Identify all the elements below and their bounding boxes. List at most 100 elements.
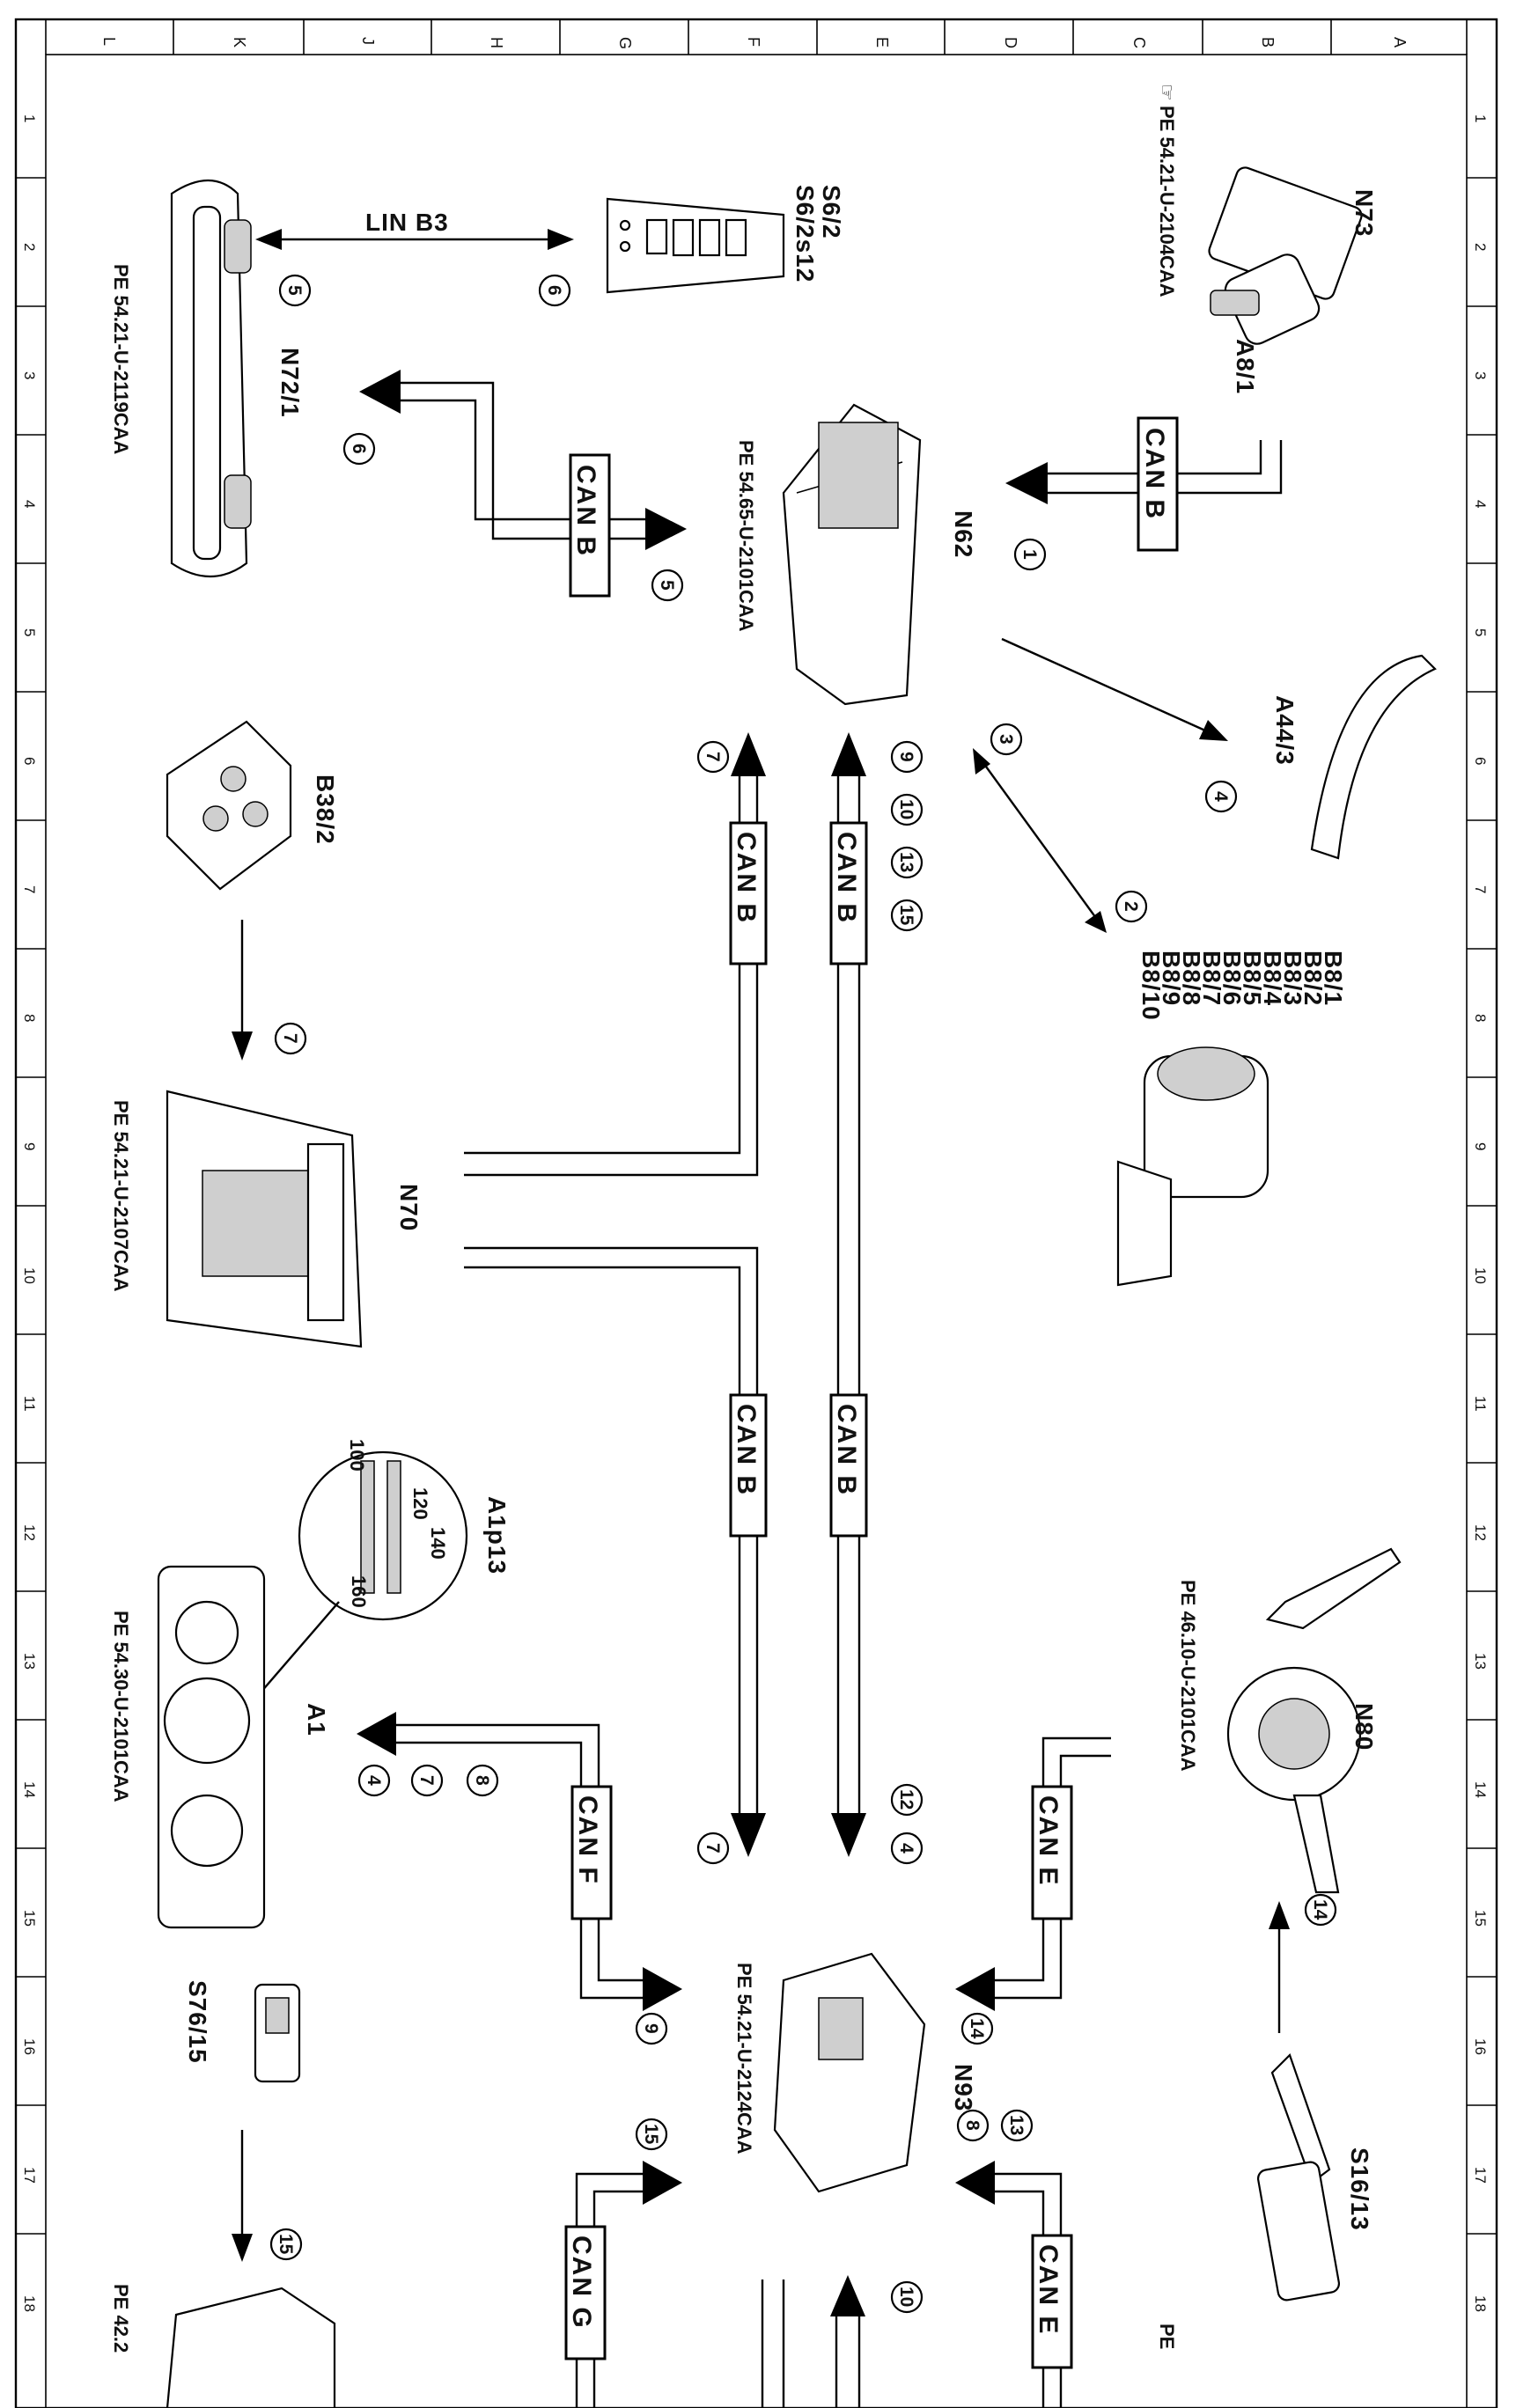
- label-b8-1: B8/1: [1320, 951, 1347, 1006]
- drawing-frame: [14, 18, 1498, 2408]
- grid-row-14-right: 14: [1472, 1781, 1489, 1798]
- component-s16-13: S16/13: [1256, 2052, 1373, 2302]
- component-n70: N70 PE 54.21-U-2107CAA: [110, 1090, 423, 1348]
- label-b8-5: B8/5: [1239, 951, 1266, 1006]
- ref-n73: PE 54.21-U-2104CAA: [1156, 106, 1178, 297]
- circle-5-n72: 5: [278, 274, 312, 307]
- grid-row-10-left: 10: [21, 1267, 38, 1284]
- grid-letter-L: L: [100, 37, 118, 46]
- svg-text:5: 5: [657, 580, 677, 591]
- label-b8-8: B8/8: [1178, 951, 1205, 1006]
- svg-text:7: 7: [703, 752, 723, 762]
- svg-text:4: 4: [1211, 791, 1231, 802]
- arrow-down-7: [731, 1813, 766, 1857]
- svg-text:7: 7: [416, 1775, 437, 1786]
- grid-row-18-right: 18: [1472, 2295, 1489, 2312]
- bus-can-g: CAN G: [564, 2161, 682, 2408]
- label-s16-13: S16/13: [1346, 2147, 1373, 2231]
- grid-letter-H: H: [488, 37, 505, 48]
- ref-bottom-right: PE: [1156, 2324, 1178, 2349]
- grid-row-5-right: 5: [1472, 628, 1489, 636]
- circle-8-a1: 8: [466, 1764, 499, 1797]
- circled-numbers: 1 2 3 4 5 6 6 5 7 9 10 13 15 7 8 7 4 7 1…: [269, 274, 1337, 2314]
- side-ticks: [16, 177, 1497, 2235]
- arrow-up-10: [830, 2275, 865, 2316]
- grid-row-numbers: 1 2 3 4 5 6 7 8 9 10 11 12 13 14 15 16 1…: [21, 114, 1489, 2312]
- component-s6-2: S6/2 S6/2s12: [606, 185, 845, 294]
- ref-s76: PE 42.2: [110, 2284, 132, 2353]
- book-icon-n73: ☞: [1156, 84, 1178, 101]
- label-a1p13: A1p13: [483, 1496, 511, 1575]
- svg-text:9: 9: [896, 752, 916, 762]
- circle-7-b38: 7: [274, 1022, 307, 1055]
- label-n72-1: N72/1: [276, 348, 304, 418]
- ref-n70: PE 54.21-U-2107CAA: [110, 1100, 132, 1292]
- label-b8-9: B8/9: [1158, 951, 1185, 1006]
- gauge-140: 140: [427, 1527, 449, 1560]
- circle-7-top: 7: [696, 740, 730, 774]
- grid-row-16-right: 16: [1472, 2038, 1489, 2055]
- ref-n93: PE 54.21-U-2124CAA: [733, 1963, 755, 2155]
- circle-15-s76: 15: [269, 2228, 303, 2261]
- component-n80: N80 PE 46.10-U-2101CAA: [1177, 1547, 1402, 1894]
- grid-row-11-right: 11: [1472, 1396, 1489, 1412]
- can-b-label-1: CAN B: [732, 832, 761, 924]
- circle-13-n93: 13: [1000, 2109, 1034, 2142]
- bus-n73-n62: CAN B: [1005, 416, 1283, 552]
- svg-text:5: 5: [284, 285, 305, 296]
- grid-row-3-right: 3: [1472, 371, 1489, 379]
- label-n93: N93: [950, 2064, 977, 2111]
- grid-row-5-left: 5: [21, 628, 38, 636]
- grid-row-3-left: 3: [21, 371, 38, 379]
- svg-text:13: 13: [896, 852, 916, 872]
- ref-n72-1: PE 54.21-U-2119CAA: [110, 264, 132, 455]
- circle-10-top: 10: [890, 793, 924, 826]
- grid-row-1-left: 1: [21, 114, 38, 122]
- can-e-label-lower: CAN E: [1034, 2244, 1063, 2335]
- grid-row-8-right: 8: [1472, 1014, 1489, 1022]
- gauge-120: 120: [409, 1487, 431, 1520]
- svg-text:15: 15: [276, 2234, 296, 2255]
- arrow-up-7: [731, 732, 766, 776]
- circle-5-n62: 5: [651, 569, 684, 602]
- can-b-label-4: CAN B: [832, 1404, 861, 1496]
- circle-10-bottom: 10: [890, 2280, 924, 2314]
- label-a8-1: A8/1: [1232, 339, 1259, 394]
- svg-text:3: 3: [996, 734, 1016, 745]
- component-a1p13: 100 120 140 160 A1p13: [254, 1439, 511, 1700]
- label-lin-b3: LIN B3: [365, 209, 449, 236]
- grid-letter-A: A: [1391, 37, 1409, 48]
- circle-13-top: 13: [890, 846, 924, 879]
- grid-row-13-left: 13: [21, 1653, 38, 1670]
- grid-row-4-right: 4: [1472, 500, 1489, 508]
- lin-b3-link: LIN B3: [255, 209, 574, 250]
- can-f-label: CAN F: [573, 1795, 602, 1885]
- can-b-label-3: CAN B: [732, 1404, 761, 1496]
- svg-text:10: 10: [896, 799, 916, 819]
- svg-text:6: 6: [544, 285, 564, 296]
- grid-row-1-right: 1: [1472, 114, 1489, 122]
- circle-4-a44: 4: [1204, 780, 1238, 813]
- svg-text:13: 13: [1006, 2115, 1027, 2135]
- grid-row-15-left: 15: [21, 1910, 38, 1927]
- ref-a1: PE 54.30-U-2101CAA: [110, 1611, 132, 1802]
- circle-15-top: 15: [890, 899, 924, 932]
- label-s6-2: S6/2: [818, 185, 845, 239]
- grid-letter-E: E: [873, 37, 891, 48]
- grid-row-7-left: 7: [21, 885, 38, 893]
- circle-7-a1: 7: [410, 1764, 444, 1797]
- grid-row-13-right: 13: [1472, 1653, 1489, 1670]
- link-n62-a44: [1001, 637, 1228, 741]
- circle-4-a1: 4: [357, 1764, 391, 1797]
- grid-letter-C: C: [1130, 37, 1148, 48]
- grid-row-2-left: 2: [21, 243, 38, 251]
- arrow-up-9: [831, 732, 866, 776]
- can-e-label-upper: CAN E: [1034, 1795, 1063, 1886]
- grid-row-11-left: 11: [21, 1396, 38, 1412]
- svg-text:12: 12: [896, 1789, 916, 1810]
- svg-text:2: 2: [1121, 901, 1141, 912]
- grid-row-9-left: 9: [21, 1142, 38, 1150]
- grid-row-18-left: 18: [21, 2295, 38, 2312]
- grid-row-17-right: 17: [1472, 2167, 1489, 2184]
- bus-can-e-upper: CAN E: [955, 1736, 1111, 2011]
